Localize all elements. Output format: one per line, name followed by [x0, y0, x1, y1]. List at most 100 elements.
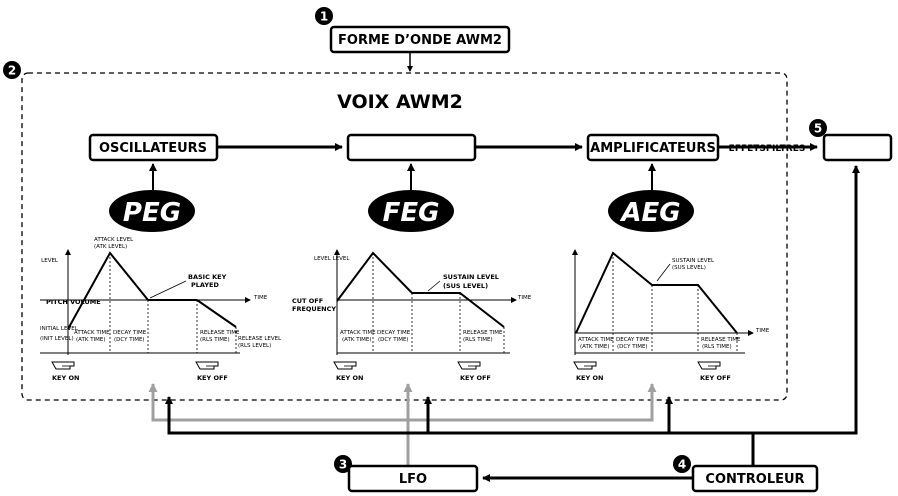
- feg-cutoff-2: FREQUENCY: [292, 305, 336, 313]
- feg-key-on: KEY ON: [336, 374, 363, 382]
- aeg-release-time-sub: (RLS TIME): [702, 344, 732, 350]
- ctrl-to-output-line: [753, 165, 860, 435]
- voice-title: VOIX AWM2: [337, 91, 463, 113]
- feg-key-on-hand-icon: [333, 361, 357, 370]
- feg-decay-time-sub: (DCY TIME): [378, 337, 409, 343]
- waveform-box: [329, 25, 511, 54]
- peg-initial-level-sub: (INIT LEVEL): [40, 336, 74, 342]
- peg-release-time: RELEASE TIME: [200, 330, 240, 336]
- number-3-text: 3: [339, 458, 347, 472]
- peg-attack-level: ATTACK LEVEL: [94, 237, 134, 243]
- feg-level: LEVEL LEVEL: [314, 256, 350, 262]
- number-badge-1: [315, 7, 333, 25]
- peg-key-off: KEY OFF: [197, 374, 228, 382]
- peg-pitch-volume: PITCH VOLUME: [46, 298, 101, 306]
- peg-ellipse: [109, 190, 195, 232]
- feg-sustain-level: SUSTAIN LEVEL: [443, 273, 499, 281]
- peg-release-time-sub: (RLS TIME): [200, 337, 230, 343]
- number-1-text: 1: [320, 10, 328, 24]
- aeg-sustain-level-sub: (SUS LEVEL): [672, 265, 706, 271]
- aeg-key-off-hand-icon: [697, 361, 721, 370]
- controller-modulation-lines: [165, 165, 860, 482]
- controller-label: CONTROLEUR: [705, 472, 804, 487]
- aeg-release-time: RELEASE TIME: [701, 337, 741, 343]
- aeg-decay-time-sub: (DCY TIME): [617, 344, 648, 350]
- voice-frame: 2 VOIX AWM2: [3, 61, 788, 401]
- feg-envelope-curve: [336, 251, 505, 328]
- amplifiers-label: AMPLIFICATEURS: [590, 141, 716, 156]
- peg-key-on: KEY ON: [52, 374, 79, 382]
- number-4-text: 4: [678, 458, 686, 472]
- feg-sustain-pointer: [427, 280, 441, 292]
- feg-release-time: RELEASE TIME: [463, 330, 503, 336]
- feg-time: TIME: [517, 295, 532, 301]
- number-badge-4: [673, 455, 691, 473]
- oscillators-label: OSCILLATEURS: [99, 141, 207, 156]
- peg-basic-key-pointer: [149, 280, 187, 299]
- ctrl-to-peg-line: [165, 396, 755, 466]
- envelope-generators: PEG FEG AEG: [109, 163, 694, 232]
- effects-label: EFFETSFILTRES: [729, 144, 806, 154]
- number-5-text: 5: [814, 122, 822, 136]
- peg-attack-level-sub: (ATK LEVEL): [94, 244, 127, 250]
- feg-label: FEG: [383, 198, 440, 228]
- aeg-key-off: KEY OFF: [700, 374, 731, 382]
- feg-attack-time-sub: (ATK TIME): [342, 337, 372, 343]
- peg-played: PLAYED: [191, 281, 219, 289]
- aeg-envelope-curve: [575, 251, 738, 334]
- aeg-decay-time: DECAY TIME: [616, 337, 650, 343]
- lfo-modulation-lines: [148, 383, 657, 466]
- feg-key-off: KEY OFF: [460, 374, 491, 382]
- aeg-graph: SUSTAIN LEVEL (SUS LEVEL) TIME ATTACK TI…: [572, 249, 770, 382]
- aeg-attack-time: ATTACK TIME: [578, 337, 614, 343]
- lfo-to-aeg-line: [408, 383, 657, 422]
- feg-decay-time: DECAY TIME: [377, 330, 411, 336]
- peg-graph: LEVEL ATTACK LEVEL (ATK LEVEL) BASIC KEY…: [40, 237, 282, 382]
- signal-chain: OSCILLATEURS AMPLIFICATEURS EFFETSFILTRE…: [88, 119, 893, 162]
- peg-key-off-hand-icon: [195, 361, 219, 370]
- peg-attack-time: ATTACK TIME: [74, 330, 110, 336]
- controller-box: [691, 464, 819, 493]
- aeg-key-on-hand-icon: [573, 361, 597, 370]
- aeg-sustain-level: SUSTAIN LEVEL: [672, 258, 715, 264]
- voice-dashed-border: [21, 72, 788, 401]
- peg-initial-level: INITIAL LEVEL: [40, 326, 79, 332]
- peg-release-level-sub: (RLS LEVEL): [238, 343, 271, 349]
- peg-decay-time-sub: (DCY TIME): [114, 337, 145, 343]
- aeg-attack-time-sub: (ATK TIME): [580, 344, 610, 350]
- peg-level: LEVEL: [41, 258, 59, 264]
- number-badge-3: [334, 455, 352, 473]
- peg-attack-time-sub: (ATK TIME): [76, 337, 106, 343]
- feg-ellipse: [368, 190, 454, 232]
- filter-box: [346, 133, 477, 162]
- number-badge-5: [809, 119, 827, 137]
- aeg-sustain-pointer: [656, 263, 671, 282]
- peg-release-level: RELEASE LEVEL: [238, 336, 282, 342]
- output-box: [822, 133, 893, 162]
- number-badge-2: [3, 61, 21, 79]
- aeg-ellipse: [608, 190, 694, 232]
- lfo-box: [347, 464, 479, 493]
- lfo-label: LFO: [399, 472, 427, 487]
- feg-sustain-level-sub: (SUS LEVEL): [443, 282, 488, 290]
- bottom-blocks: 3 LFO 4 CONTROLEUR: [334, 455, 819, 493]
- aeg-time: TIME: [755, 328, 770, 334]
- peg-time: TIME: [253, 295, 268, 301]
- aeg-key-on: KEY ON: [576, 374, 603, 382]
- feg-graph: LEVEL LEVEL SUSTAIN LEVEL (SUS LEVEL) CU…: [292, 249, 532, 382]
- lfo-to-peg-line: [148, 383, 410, 466]
- number-2-text: 2: [8, 64, 16, 78]
- feg-cutoff: CUT OFF: [292, 297, 323, 305]
- aeg-label: AEG: [619, 198, 680, 228]
- feg-key-off-hand-icon: [457, 361, 481, 370]
- peg-envelope-curve: [67, 251, 237, 330]
- feg-attack-time: ATTACK TIME: [340, 330, 376, 336]
- feg-release-time-sub: (RLS TIME): [463, 337, 493, 343]
- peg-label: PEG: [123, 198, 181, 228]
- waveform-label: FORME D’ONDE AWM2: [338, 33, 502, 48]
- peg-basic-key: BASIC KEY: [188, 273, 227, 281]
- peg-key-on-hand-icon: [51, 361, 75, 370]
- peg-decay-time: DECAY TIME: [113, 330, 147, 336]
- waveform-block: 1 FORME D’ONDE AWM2: [315, 7, 511, 72]
